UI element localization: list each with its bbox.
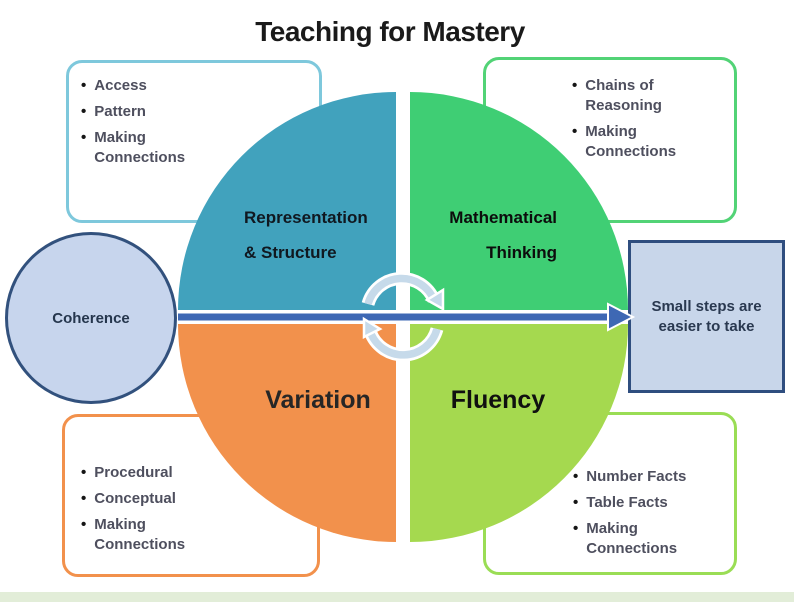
label-mathematical-line2: Thinking <box>486 243 557 262</box>
label-variation: Variation <box>265 386 371 414</box>
bullet-item: • Making Connections <box>81 515 309 555</box>
label-fluency: Fluency <box>450 386 546 414</box>
bullet-item: • Pattern <box>81 102 311 122</box>
right-arrow-icon <box>178 302 636 332</box>
bullet-label: Pattern <box>94 103 146 120</box>
bullet-label: Making Connections <box>94 129 186 166</box>
bullet-item: • Making Connections <box>572 122 726 162</box>
label-representation-line2: & Structure <box>244 243 337 262</box>
bullet-icon: • <box>81 103 87 120</box>
small-steps-note-box: Small steps are easier to take <box>628 240 785 393</box>
bullet-icon: • <box>81 516 87 533</box>
bullet-label: Making Connections <box>94 516 186 553</box>
label-representation-structure: Representation & Structure <box>244 200 404 270</box>
bullet-label: Making Connections <box>586 520 678 557</box>
small-steps-note-text: Small steps are easier to take <box>651 297 762 335</box>
bullet-label: Conceptual <box>94 490 176 507</box>
bullet-item: • Conceptual <box>81 489 309 509</box>
cycle-arrows-icon <box>361 272 445 362</box>
bullet-item: • Making Connections <box>81 128 311 168</box>
bullet-icon: • <box>573 468 579 485</box>
bullet-icon: • <box>81 490 87 507</box>
bullet-icon: • <box>81 464 87 481</box>
coherence-circle: Coherence <box>5 232 177 404</box>
bullet-list-top-left: • Access • Pattern • Making Connections <box>81 76 311 168</box>
bullet-icon: • <box>573 520 579 537</box>
bullet-label: Making Connections <box>585 123 677 160</box>
bullet-item: • Access <box>81 76 311 96</box>
quadrant-circle: Representation & Structure Mathematical … <box>178 92 628 542</box>
bullet-label: Procedural <box>94 464 173 481</box>
bullet-list-bottom-right: • Number Facts • Table Facts • Making Connect… <box>573 467 726 559</box>
bullet-icon: • <box>573 494 579 511</box>
bullet-label: Access <box>94 77 147 94</box>
bullet-list-bottom-left: • Procedural • Conceptual • Making Connection… <box>81 463 309 555</box>
label-mathematical-thinking: Mathematical Thinking <box>425 200 557 270</box>
bullet-item: • Making Connections <box>573 519 726 559</box>
bullet-label: Table Facts <box>586 494 668 511</box>
label-mathematical-line1: Mathematical <box>449 208 557 227</box>
bullet-item: • Table Facts <box>573 493 726 513</box>
bullet-item: • Number Facts <box>573 467 726 487</box>
bullet-list-top-right: • Chains of Reasoning • Making Connections <box>572 76 726 162</box>
bullet-icon: • <box>81 77 87 94</box>
bullet-item: • Chains of Reasoning <box>572 76 726 116</box>
coherence-label: Coherence <box>52 309 130 327</box>
page-title: Teaching for Mastery <box>255 16 525 47</box>
callout-bottom-right: • Number Facts • Table Facts • Making Connect… <box>483 412 737 575</box>
bullet-icon: • <box>572 123 578 140</box>
bullet-icon: • <box>81 129 87 146</box>
bullet-item: • Procedural <box>81 463 309 483</box>
bullet-label: Number Facts <box>586 468 687 485</box>
label-representation-line1: Representation <box>244 208 368 227</box>
bullet-icon: • <box>572 77 578 94</box>
bullet-label: Chains of Reasoning <box>585 77 662 114</box>
bottom-strip <box>0 592 794 602</box>
